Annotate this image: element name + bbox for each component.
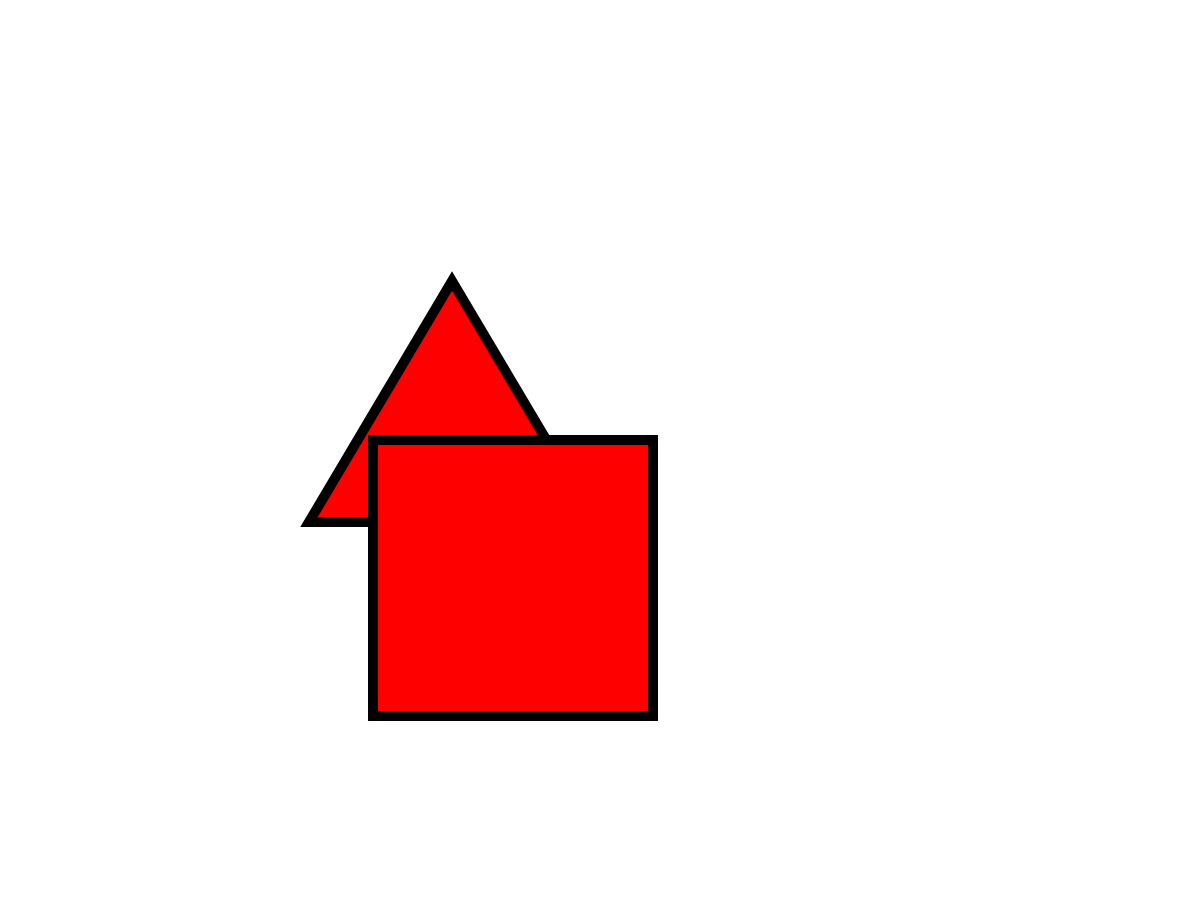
red-square	[368, 435, 658, 721]
